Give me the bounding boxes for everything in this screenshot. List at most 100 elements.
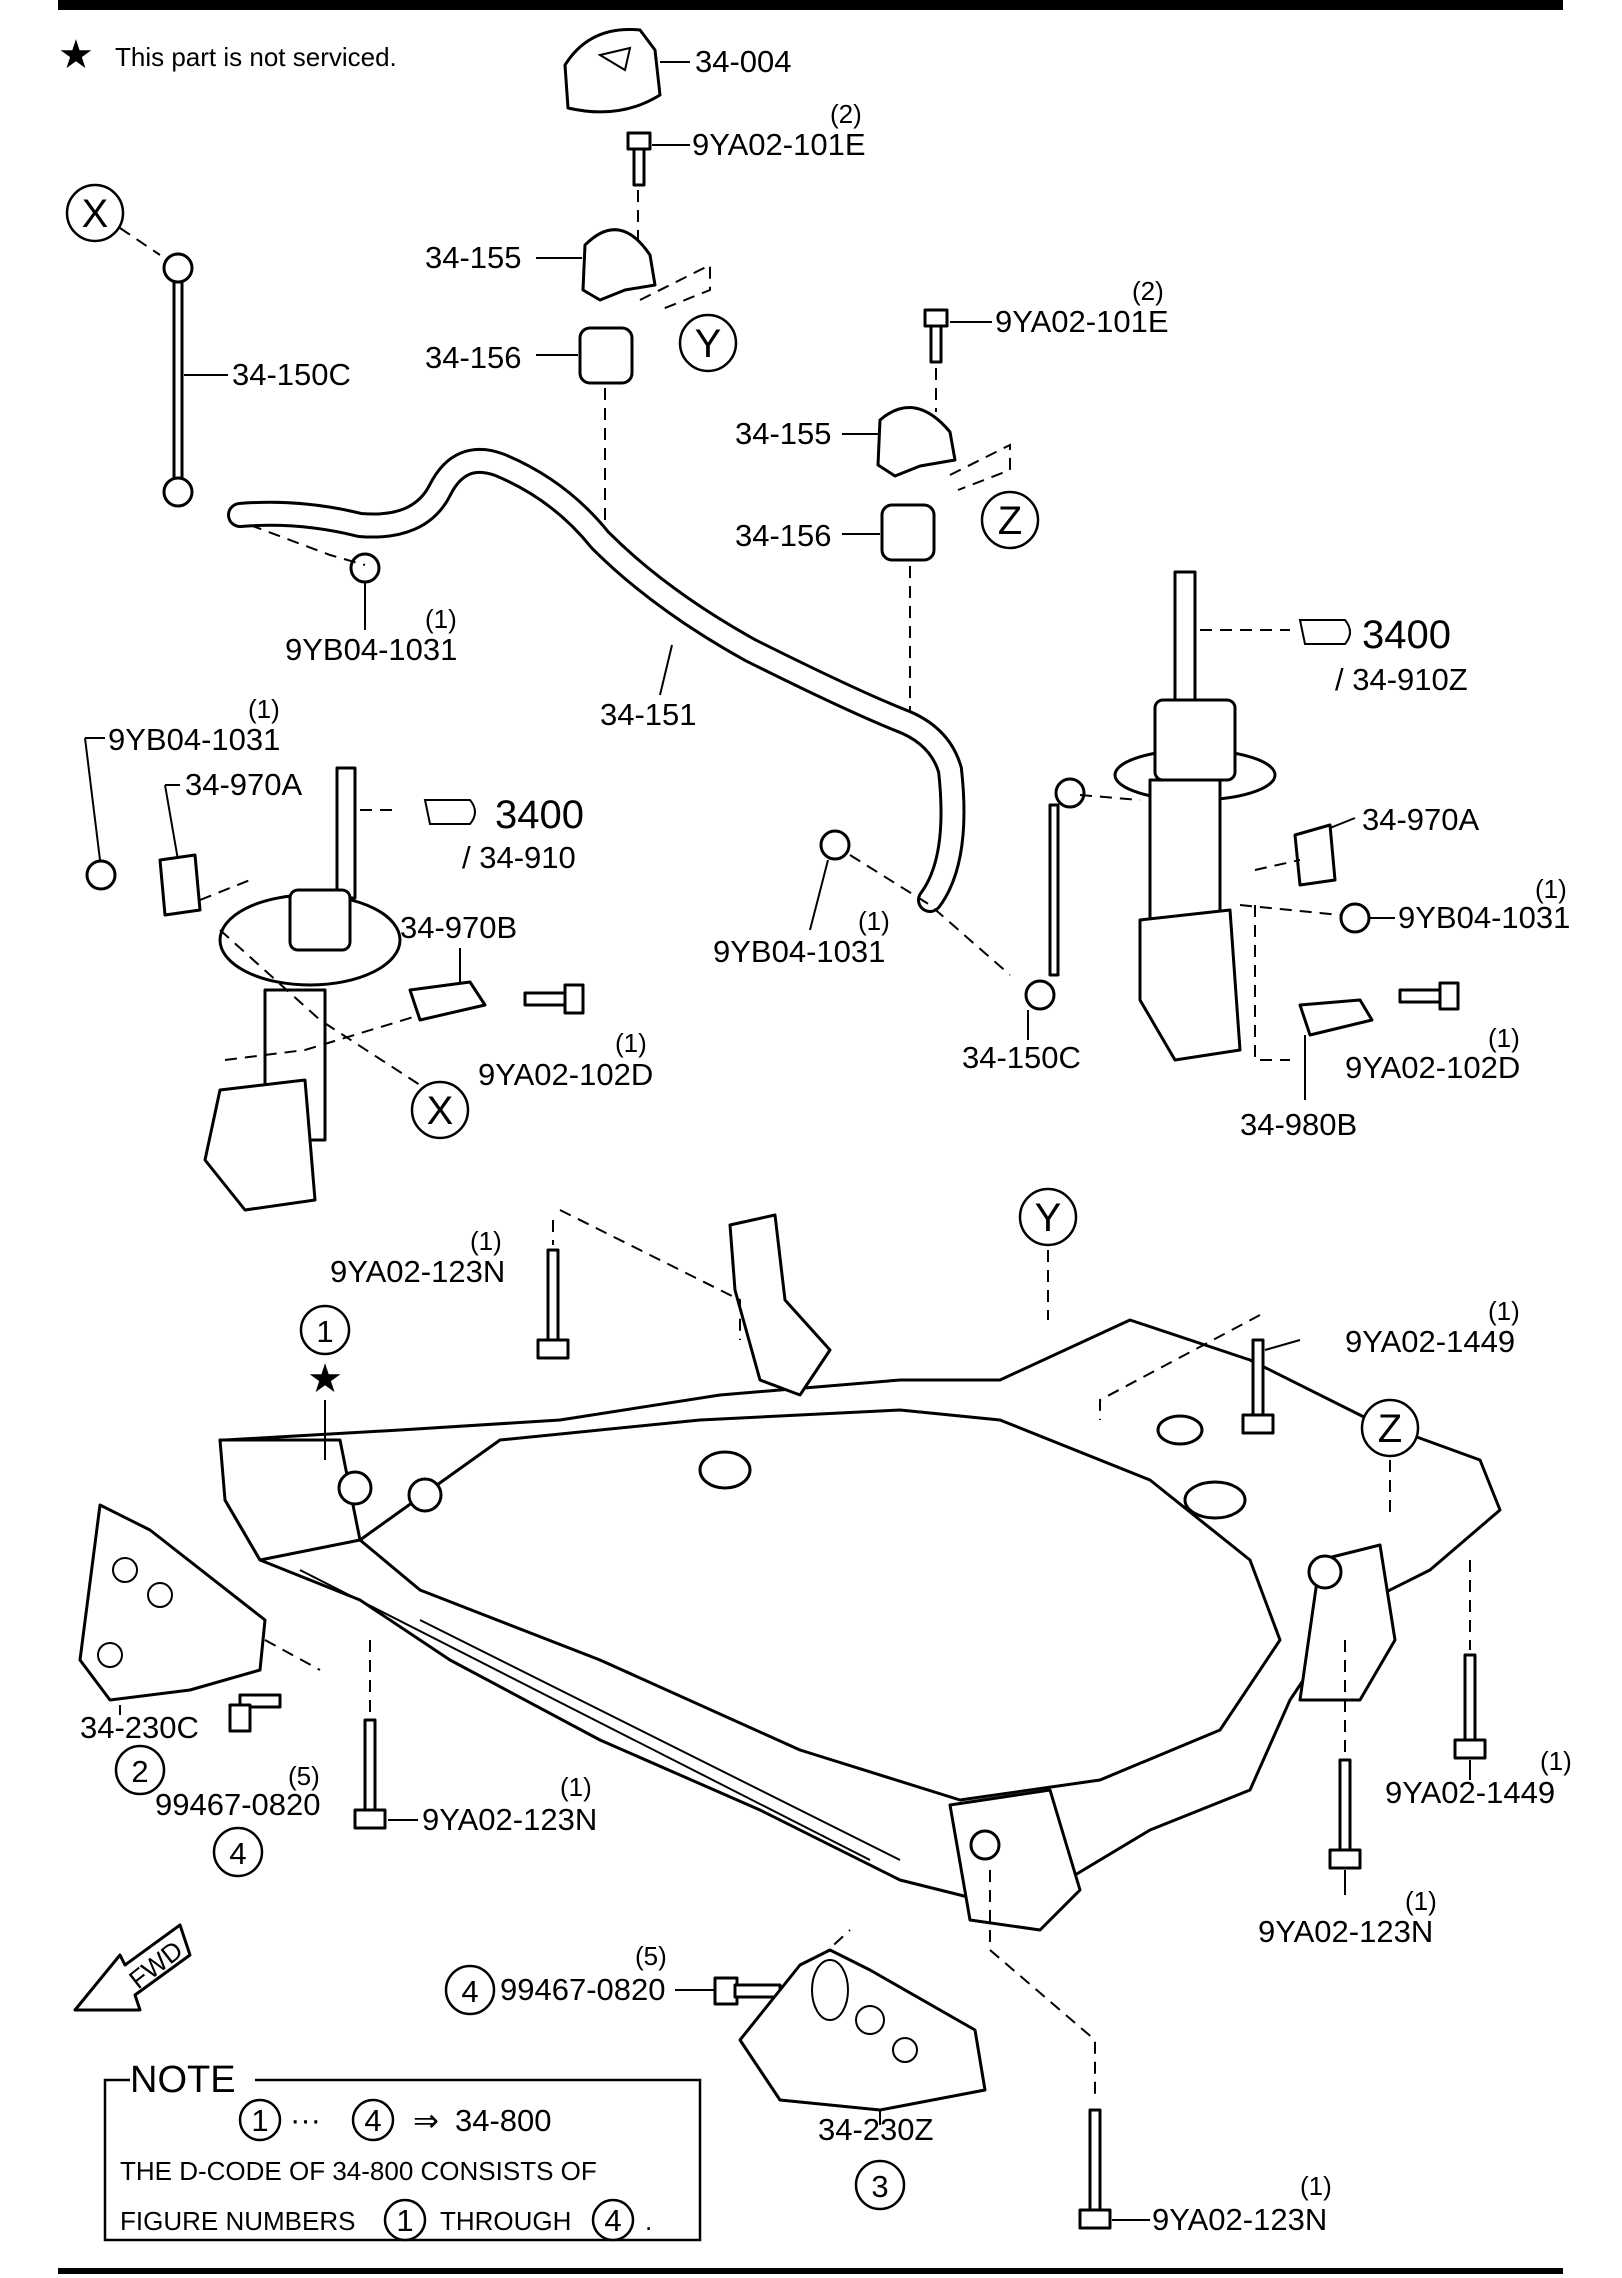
bracket-34-155-a bbox=[581, 228, 657, 302]
bumper-34-970a-left bbox=[158, 853, 202, 917]
note-range-to: 4 bbox=[364, 2103, 381, 2138]
bolt-0820-a bbox=[228, 1693, 282, 1733]
nut-c bbox=[819, 829, 851, 861]
crossmember-subframe bbox=[218, 1213, 1502, 1932]
label-bolt-1449-b: 9YA02-1449 bbox=[1385, 1775, 1555, 1810]
top-rule bbox=[58, 0, 1563, 10]
marker-z-upper bbox=[980, 490, 1040, 550]
marker-x-upper bbox=[65, 183, 125, 243]
label-bolt-123n-d-qty: (1) bbox=[1300, 2171, 1332, 2201]
fwd-arrow-icon: FWD bbox=[73, 1923, 192, 2012]
marker-4-left-text: 4 bbox=[229, 1836, 246, 1871]
marker-3 bbox=[854, 2159, 906, 2211]
marker-3-text: 3 bbox=[871, 2169, 888, 2204]
note-range-from-circle bbox=[238, 2098, 282, 2142]
bolt-102d-right bbox=[1398, 981, 1460, 1011]
cover-34-004 bbox=[563, 27, 690, 114]
bolt-mid bbox=[923, 308, 992, 364]
label-bolt-mid-qty: (2) bbox=[1132, 276, 1164, 306]
label-bolt-mid: 9YA02-101E bbox=[995, 304, 1169, 339]
label-bolt-123n-d: 9YA02-123N bbox=[1152, 2202, 1327, 2237]
label-bolt-123n-b: 9YA02-123N bbox=[422, 1802, 597, 1837]
ref-3400-b: 3400 bbox=[495, 793, 584, 837]
bolt-1449-a bbox=[1241, 1338, 1275, 1435]
note-range-from: 1 bbox=[251, 2103, 268, 2138]
label-34-156-a: 34-156 bbox=[425, 340, 522, 375]
label-nut-a-qty: (1) bbox=[425, 604, 457, 634]
label-34-970a-right: 34-970A bbox=[1362, 802, 1480, 837]
label-34-980b: 34-980B bbox=[1240, 1107, 1357, 1142]
label-bolt-123n-b-qty: (1) bbox=[560, 1772, 592, 1802]
bottom-rule bbox=[58, 2268, 1563, 2274]
nut-a bbox=[349, 552, 381, 584]
label-34-156-b: 34-156 bbox=[735, 518, 832, 553]
note-box: NOTE 1 ··· 4 ⇒ 34-800 THE D-CODE OF 34-8… bbox=[103, 2059, 702, 2242]
marker-x-lower bbox=[410, 1080, 470, 1140]
label-nut-c-qty: (1) bbox=[858, 906, 890, 936]
label-34-004: 34-004 bbox=[695, 44, 792, 79]
note-line-3-b-circle bbox=[591, 2198, 635, 2242]
label-bolt-123n-a: 9YA02-123N bbox=[330, 1254, 505, 1289]
label-34-150c-b: 34-150C bbox=[962, 1040, 1081, 1075]
label-nut-d: 9YB04-1031 bbox=[1398, 900, 1570, 935]
note-title: NOTE bbox=[130, 2059, 236, 2101]
ref-3400-b-sub: / 34-910 bbox=[462, 840, 576, 875]
hand-icon-b bbox=[423, 799, 476, 825]
bolt-0820-b bbox=[713, 1976, 782, 2006]
note-target: 34-800 bbox=[455, 2103, 552, 2138]
label-bolt-0820-b: 99467-0820 bbox=[500, 1972, 666, 2007]
label-34-230c: 34-230C bbox=[80, 1710, 199, 1745]
label-bolt-1449-a: 9YA02-1449 bbox=[1345, 1324, 1515, 1359]
marker-1-subframe-text: 1 bbox=[316, 1314, 333, 1349]
marker-x-upper-text: X bbox=[82, 192, 109, 236]
marker-z-lower bbox=[1360, 1398, 1420, 1458]
label-bolt-0820-a: 99467-0820 bbox=[155, 1787, 321, 1822]
marker-x-lower-text: X bbox=[427, 1089, 454, 1133]
marker-4-center bbox=[444, 1964, 496, 2016]
label-bolt-123n-a-qty: (1) bbox=[470, 1226, 502, 1256]
label-34-151: 34-151 bbox=[600, 697, 697, 732]
label-bolt-102d-right: 9YA02-102D bbox=[1345, 1050, 1520, 1085]
label-nut-d-qty: (1) bbox=[1535, 874, 1567, 904]
label-bolt-top: 9YA02-101E bbox=[692, 127, 866, 162]
hand-icon-a bbox=[1298, 619, 1351, 645]
label-bolt-1449-b-qty: (1) bbox=[1540, 1746, 1572, 1776]
label-34-150c-a: 34-150C bbox=[232, 357, 351, 392]
nut-b bbox=[85, 859, 117, 891]
note-range-dots: ··· bbox=[290, 2102, 321, 2137]
marker-4-center-text: 4 bbox=[461, 1974, 478, 2009]
marker-2 bbox=[114, 1744, 166, 1796]
note-line-3-mid: THROUGH bbox=[440, 2206, 571, 2236]
nut-d bbox=[1339, 902, 1371, 934]
not-serviced-text: This part is not serviced. bbox=[115, 42, 397, 72]
label-bolt-123n-c-qty: (1) bbox=[1405, 1886, 1437, 1916]
marker-2-text: 2 bbox=[131, 1754, 148, 1789]
label-nut-a: 9YB04-1031 bbox=[285, 632, 457, 667]
note-arrow: ⇒ bbox=[413, 2103, 439, 2138]
bushing-34-156-b bbox=[880, 503, 936, 562]
strut-left bbox=[203, 766, 402, 1212]
bolt-top bbox=[626, 131, 690, 187]
bumper-34-970b bbox=[408, 980, 487, 1022]
label-34-230z: 34-230Z bbox=[818, 2112, 933, 2147]
label-nut-b: 9YB04-1031 bbox=[108, 722, 280, 757]
bolt-102d-left bbox=[523, 983, 585, 1015]
label-nut-b-qty: (1) bbox=[248, 694, 280, 724]
label-bolt-102d-right-qty: (1) bbox=[1488, 1023, 1520, 1053]
note-line-3-a: 1 bbox=[396, 2203, 413, 2238]
label-bolt-top-qty: (2) bbox=[830, 99, 862, 129]
bolt-1449-b bbox=[1453, 1653, 1487, 1760]
label-bolt-0820-a-qty: (5) bbox=[288, 1761, 320, 1791]
label-34-155-a: 34-155 bbox=[425, 240, 522, 275]
stabilizer-link-b bbox=[1024, 777, 1086, 1011]
label-bolt-102d-left: 9YA02-102D bbox=[478, 1057, 653, 1092]
bumper-34-970a-right bbox=[1293, 823, 1337, 887]
bushing-34-156-a bbox=[578, 326, 634, 385]
label-bolt-123n-c: 9YA02-123N bbox=[1258, 1914, 1433, 1949]
not-serviced-star: ★ bbox=[58, 33, 94, 77]
marker-y-lower bbox=[1018, 1187, 1078, 1247]
ref-3400-a-sub: / 34-910Z bbox=[1335, 662, 1468, 697]
marker-z-lower-text: Z bbox=[1378, 1407, 1402, 1451]
bolt-123n-b bbox=[353, 1718, 387, 1830]
